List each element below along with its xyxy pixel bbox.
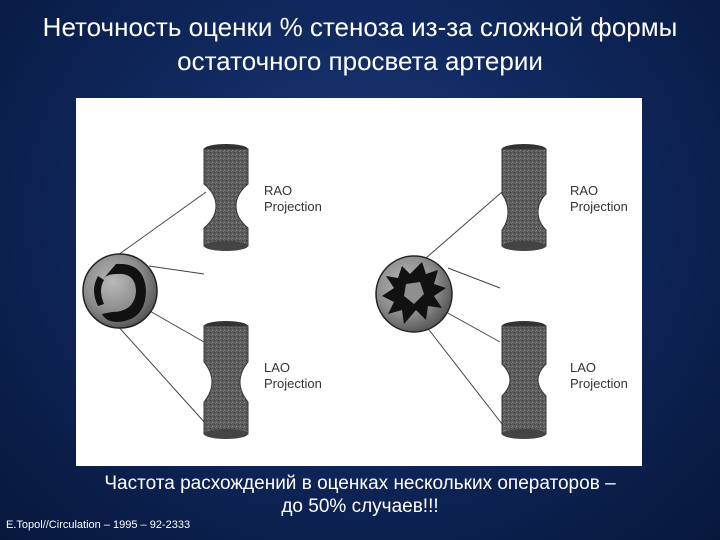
right-projection-lines bbox=[425, 191, 503, 425]
left-rao-vessel bbox=[203, 144, 249, 251]
right-cross-section bbox=[375, 255, 453, 333]
right-panel: RAO Projection LAO Projection bbox=[375, 144, 628, 439]
slide-title-line-2: остаточного просвета артерии bbox=[177, 46, 543, 76]
left-rao-label-line-2: Projection bbox=[264, 199, 322, 214]
left-lao-label-line-1: LAO bbox=[264, 360, 290, 375]
left-panel: RAO Projection LAO Projection bbox=[82, 144, 322, 439]
right-lao-label-line-1: LAO bbox=[570, 360, 596, 375]
caption-line-1: Частота расхождений в оценках нескольких… bbox=[104, 473, 616, 494]
right-rao-vessel bbox=[501, 144, 547, 251]
left-lao-vessel bbox=[203, 321, 249, 439]
left-projection-lines bbox=[115, 191, 207, 425]
right-rao-label-line-1: RAO bbox=[570, 183, 598, 198]
caption-line-2: до 50% случаев!!! bbox=[281, 496, 439, 517]
left-rao-label-line-1: RAO bbox=[264, 183, 292, 198]
right-lao-vessel bbox=[501, 321, 547, 439]
slide-title: Неточность оценки % стеноза из-за сложно… bbox=[20, 10, 700, 78]
stenosis-figure: RAO Projection LAO Projection bbox=[76, 98, 642, 466]
left-lao-label-line-2: Projection bbox=[264, 376, 322, 391]
right-rao-label-line-2: Projection bbox=[570, 199, 628, 214]
source-credit: E.Topol//Circulation – 1995 – 92-2333 bbox=[6, 519, 191, 531]
slide-title-line-1: Неточность оценки % стеноза из-за сложно… bbox=[42, 12, 678, 42]
stenosis-illustration: RAO Projection LAO Projection bbox=[82, 144, 628, 439]
left-cross-section bbox=[82, 253, 158, 329]
right-lao-label-line-2: Projection bbox=[570, 376, 628, 391]
caption: Частота расхождений в оценках нескольких… bbox=[20, 472, 700, 518]
